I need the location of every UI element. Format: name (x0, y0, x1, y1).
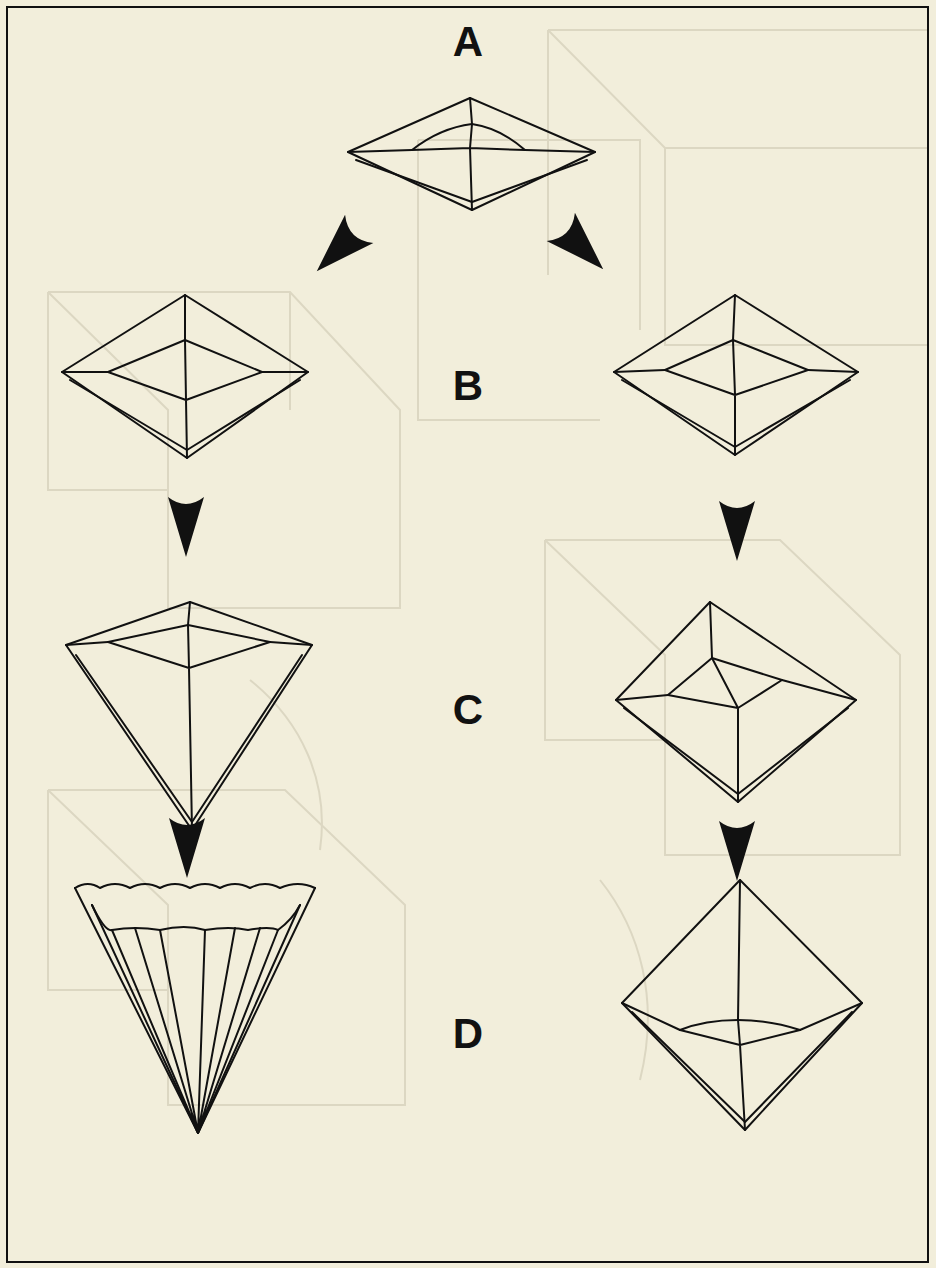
arrowhead (547, 213, 618, 284)
figure-letter: C (449, 687, 487, 733)
frame (7, 7, 928, 1262)
gem-b-right (614, 295, 858, 455)
figure-letter: A (449, 19, 487, 65)
gem-b-left (62, 295, 308, 458)
gem-a (348, 98, 595, 210)
figure-letter: B (449, 363, 487, 409)
show-through (48, 30, 928, 1105)
arrowhead (719, 821, 755, 881)
arrowhead (169, 818, 205, 878)
figure-letter: D (449, 1011, 487, 1057)
arrowhead (303, 215, 374, 286)
gem-d-right (622, 880, 862, 1130)
gem-c-right (616, 602, 856, 802)
arrowhead (168, 497, 204, 557)
gem-d-left (75, 884, 315, 1133)
arrowhead (719, 501, 755, 561)
gem-c-left (66, 602, 312, 830)
